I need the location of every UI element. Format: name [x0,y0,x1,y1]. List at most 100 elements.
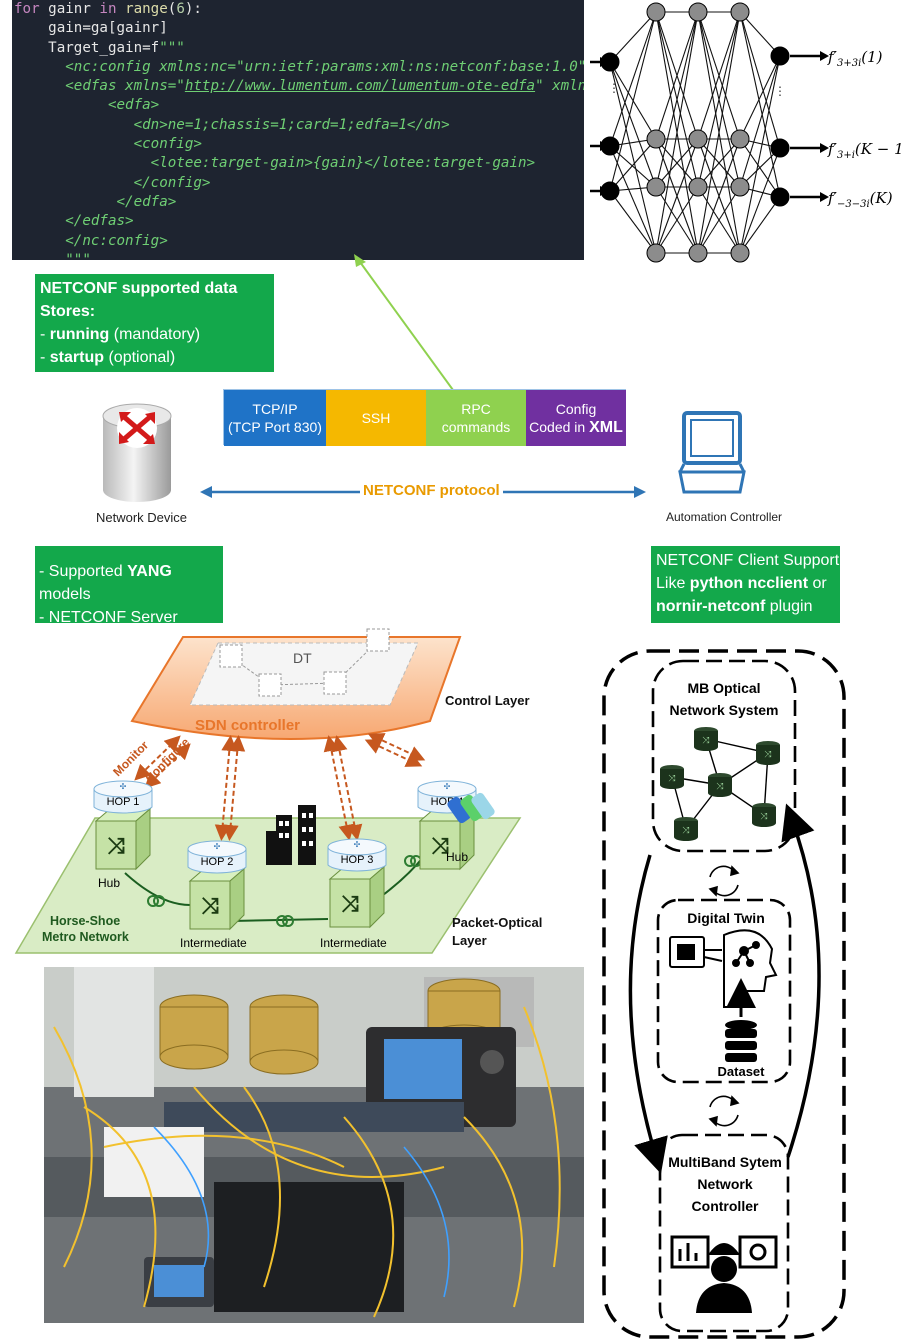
nn-neuron [730,177,750,197]
hop-label: HOP 1 [107,796,140,808]
code-panel: for gainr in range(6): gain=ga[gainr] Ta… [12,0,584,260]
svg-text:✣: ✣ [354,840,361,849]
svg-text:⤨: ⤨ [107,834,125,859]
hop-label: HOP 2 [201,856,234,868]
device-capabilities-list: - Supported YANG models - NETCONF Server [39,560,223,629]
hop-router-cylinder: ✣ [417,780,477,814]
svg-text:⤨: ⤨ [702,735,710,745]
controller-line-1: MultiBand Sytem [668,1154,782,1170]
svg-text:⤨: ⤨ [760,811,768,821]
sdn-diagram: DT SDN controller Control Layer Monitor … [14,628,542,954]
datastores-box: NETCONF supported data Stores: - running… [35,274,274,389]
capability-line: nornir-netconf plugin [656,598,813,615]
capability-line: - Supported YANG models [39,563,172,603]
horse-shoe-label-1: Horse-Shoe [50,914,120,928]
lab-photo [44,967,584,1323]
hop-node-2: ⤨ ✣ HOP 2 Intermediate [180,840,247,950]
stack-cell-tcp: TCP/IP(TCP Port 830) [224,390,326,446]
nn-neuron [688,2,708,22]
hop-role-label: Hub [98,876,120,890]
dataset-label: Dataset [718,1064,766,1079]
sync-icon-top [708,865,740,897]
hop-router-cylinder: ✣ [327,838,387,872]
hop-role-label: Intermediate [320,936,387,950]
nn-arrow-head [820,51,829,61]
nn-neuron [646,129,666,149]
automation-controller-label: Automation Controller [666,510,783,524]
nn-neuron [646,2,666,22]
stack-cell-rpc-label: RPC commands [441,401,511,435]
lab-photo-illustration [44,967,584,1323]
sdn-controller-label: SDN controller [195,717,300,734]
nn-arrow-head [820,192,829,202]
controller-line-3: Controller [692,1198,759,1214]
hop-role-label: Intermediate [180,936,247,950]
nn-output-label: f′3+3i(1) [827,48,883,69]
code-text: for gainr in range(6): gain=ga[gainr] Ta… [14,1,584,260]
packet-optical-label-2: Layer [452,933,487,948]
svg-text:✣: ✣ [214,842,221,851]
nn-ellipsis-right: ⋮ [774,84,786,98]
horse-shoe-label-2: Metro Network [42,930,129,944]
digital-twin-box [656,898,792,1084]
datastores-list: - running (mandatory)- startup (optional… [40,323,274,392]
svg-text:⤨: ⤨ [341,892,359,917]
laptop-icon [678,411,746,494]
dt-node-icons [219,628,390,697]
network-device-label: Network Device [96,510,188,525]
stack-cell-rpc: RPC commands [426,390,526,446]
datastore-item: - startup (optional) [40,349,176,366]
datastore-name: candidate [49,372,125,389]
svg-text:⤨: ⤨ [668,773,676,783]
hop-node-1: ⤨ ✣HOP 1 Hub [93,780,153,890]
sync-icon-bottom [708,1095,740,1127]
capability-line: - NETCONF Server [39,609,178,626]
mb-node-icon: ⤨ [756,741,780,765]
mb-node-icon: ⤨ [660,765,684,789]
mb-node-icon: ⤨ [674,817,698,841]
nn-neuron [770,138,790,158]
stack-cell-tcp-label: TCP/IP(TCP Port 830) [228,401,322,435]
nn-neuron [688,243,708,263]
mb-node-icon: ⤨ [752,803,776,827]
svg-text:⤨: ⤨ [764,749,772,759]
datastore-name: running [49,326,110,343]
hop-router-cylinder: ✣ [187,840,247,874]
datastores-title: NETCONF supported data Stores: [40,280,238,320]
svg-text:⤨: ⤨ [682,825,690,835]
protocol-stack: TCP/IP(TCP Port 830) SSH RPC commands Co… [223,389,626,446]
mb-system-line-2: Network System [670,702,779,718]
packet-optical-label-1: Packet-Optical [452,915,542,930]
nn-ellipsis-left: ⋮ [608,81,620,95]
nn-neuron [688,129,708,149]
nn-arrow-head [820,143,829,153]
svg-text:⤨: ⤨ [201,894,219,919]
nn-neuron [770,187,790,207]
fiber-spools [147,855,422,927]
svg-text:⤨: ⤨ [716,781,724,791]
nn-arrow-head [600,186,609,196]
mb-system-line-1: MB Optical [687,680,760,696]
capability-line: NETCONF Client Support [656,552,840,569]
controller-line-2: Network [697,1176,752,1192]
mb-node-icon: ⤨ [694,727,718,751]
nn-output-label: f′−3−3i(K) [827,189,893,210]
rpc-to-code-arrow [354,254,454,391]
digital-twin-label: Digital Twin [687,910,765,926]
svg-text:⤨: ⤨ [431,834,449,859]
hop-router-cylinder: ✣ [93,780,153,814]
hop-node-3: ⤨ ✣ HOP 3 Intermediate [320,838,387,950]
svg-text:✣: ✣ [444,782,451,791]
datastore-name: startup [49,349,105,366]
digital-twin-diagram: MB Optical Network System ⤨ ⤨ ⤨ ⤨ ⤨ ⤨ Digital… [602,649,846,1339]
hop-label: HOP 3 [341,854,374,866]
control-layer-label: Control Layer [445,693,530,708]
router-icon [102,403,172,502]
nn-neuron [730,2,750,22]
operator-icon [670,1235,778,1313]
dt-label: DT [293,650,312,666]
nn-neuron [646,243,666,263]
arrow-controller-to-system [781,803,821,1158]
